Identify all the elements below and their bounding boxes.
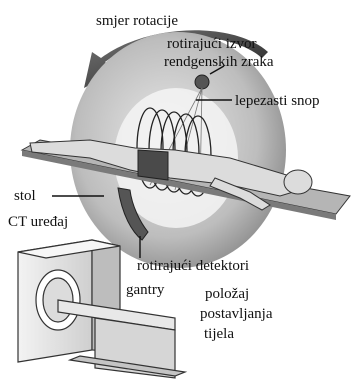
label-positioning-2: postavljanja — [200, 306, 273, 322]
label-fan-beam: lepezasti snop — [235, 93, 320, 109]
label-table: stol — [14, 188, 36, 204]
label-gantry: gantry — [126, 282, 165, 298]
label-xray-source-1: rotirajući izvor — [167, 36, 257, 52]
label-positioning-1: položaj — [205, 286, 249, 302]
label-rotating-detectors: rotirajući detektori — [137, 258, 249, 274]
xray-source-icon — [195, 75, 209, 89]
label-positioning-3: tijela — [204, 326, 234, 342]
label-xray-source-2: rendgenskih zraka — [164, 54, 274, 70]
label-ct-device: CT uređaj — [8, 214, 68, 230]
label-rotation-direction: smjer rotacije — [96, 13, 178, 29]
waist-belt — [138, 150, 168, 180]
